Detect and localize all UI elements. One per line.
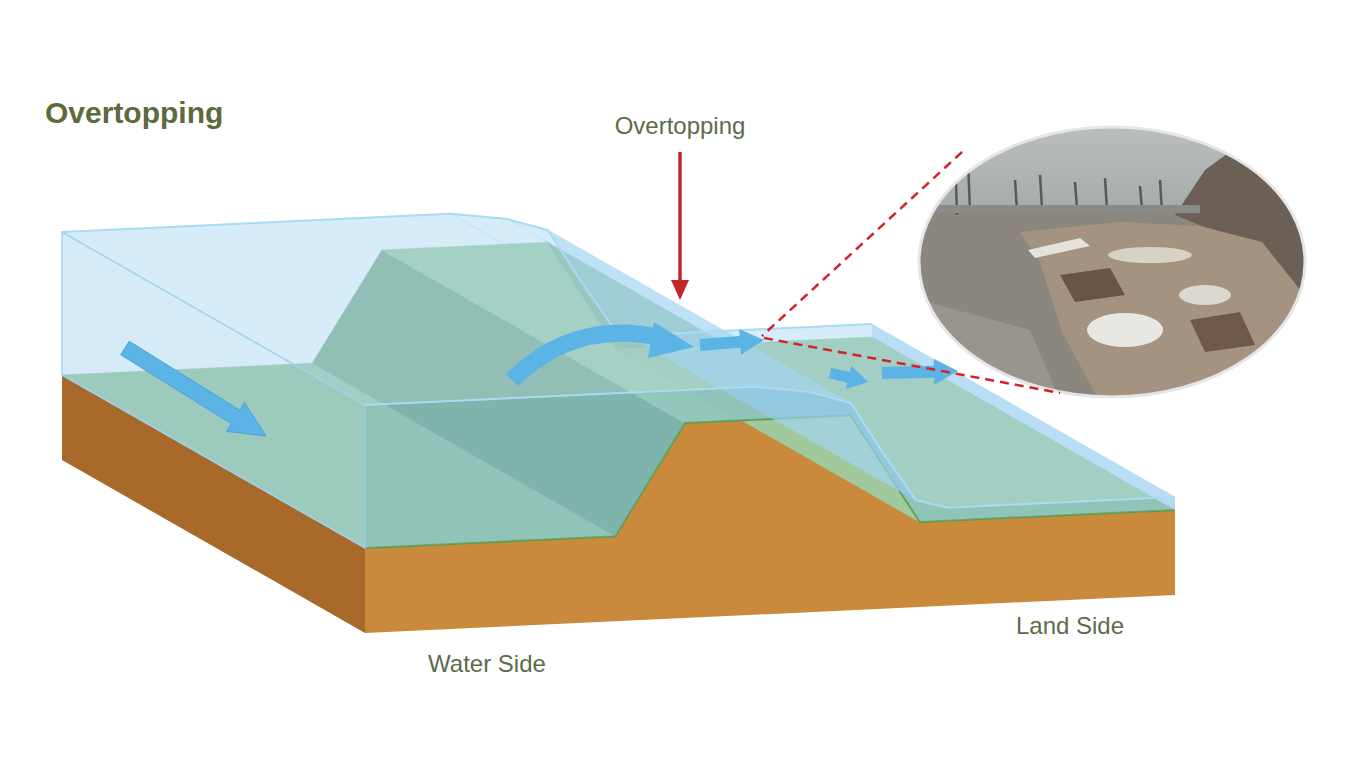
- water-back-edge: [62, 214, 872, 335]
- photo-bare-tree: [968, 160, 970, 212]
- photo-rubble-dark: [1190, 312, 1255, 352]
- photo-horizon: [900, 205, 1200, 213]
- flow-arrow-head: [648, 322, 694, 358]
- photo-water-sheen: [920, 300, 1060, 400]
- photo-inset: [900, 120, 1320, 405]
- callout-label: Overtopping: [615, 112, 746, 140]
- photo-ice: [1179, 285, 1231, 305]
- photo-bare-tree: [1040, 175, 1042, 208]
- photo-rubble-dark: [1060, 268, 1125, 302]
- diagram-title: Overtopping: [45, 96, 223, 131]
- water-front-face: [365, 387, 1175, 548]
- flow-arrow: [121, 341, 266, 436]
- pointer-arrow: [678, 152, 682, 282]
- flow-arrow: [700, 329, 764, 355]
- photo-ice: [1108, 247, 1192, 263]
- water-front-edge: [365, 387, 1175, 508]
- photo-ice: [1087, 313, 1163, 347]
- pointer-arrow-head: [671, 280, 689, 300]
- zoom-line: [764, 338, 1060, 393]
- photo-border: [919, 127, 1305, 397]
- zoom-line: [762, 152, 962, 336]
- photo-bare-tree: [1075, 182, 1077, 208]
- photo-foam: [1028, 238, 1090, 258]
- flow-arrow-curved: [512, 333, 662, 380]
- flow-arrow: [829, 366, 868, 389]
- side-label: Water Side: [428, 650, 546, 678]
- side-label: Land Side: [1016, 612, 1124, 640]
- photo-rubble: [1020, 222, 1302, 402]
